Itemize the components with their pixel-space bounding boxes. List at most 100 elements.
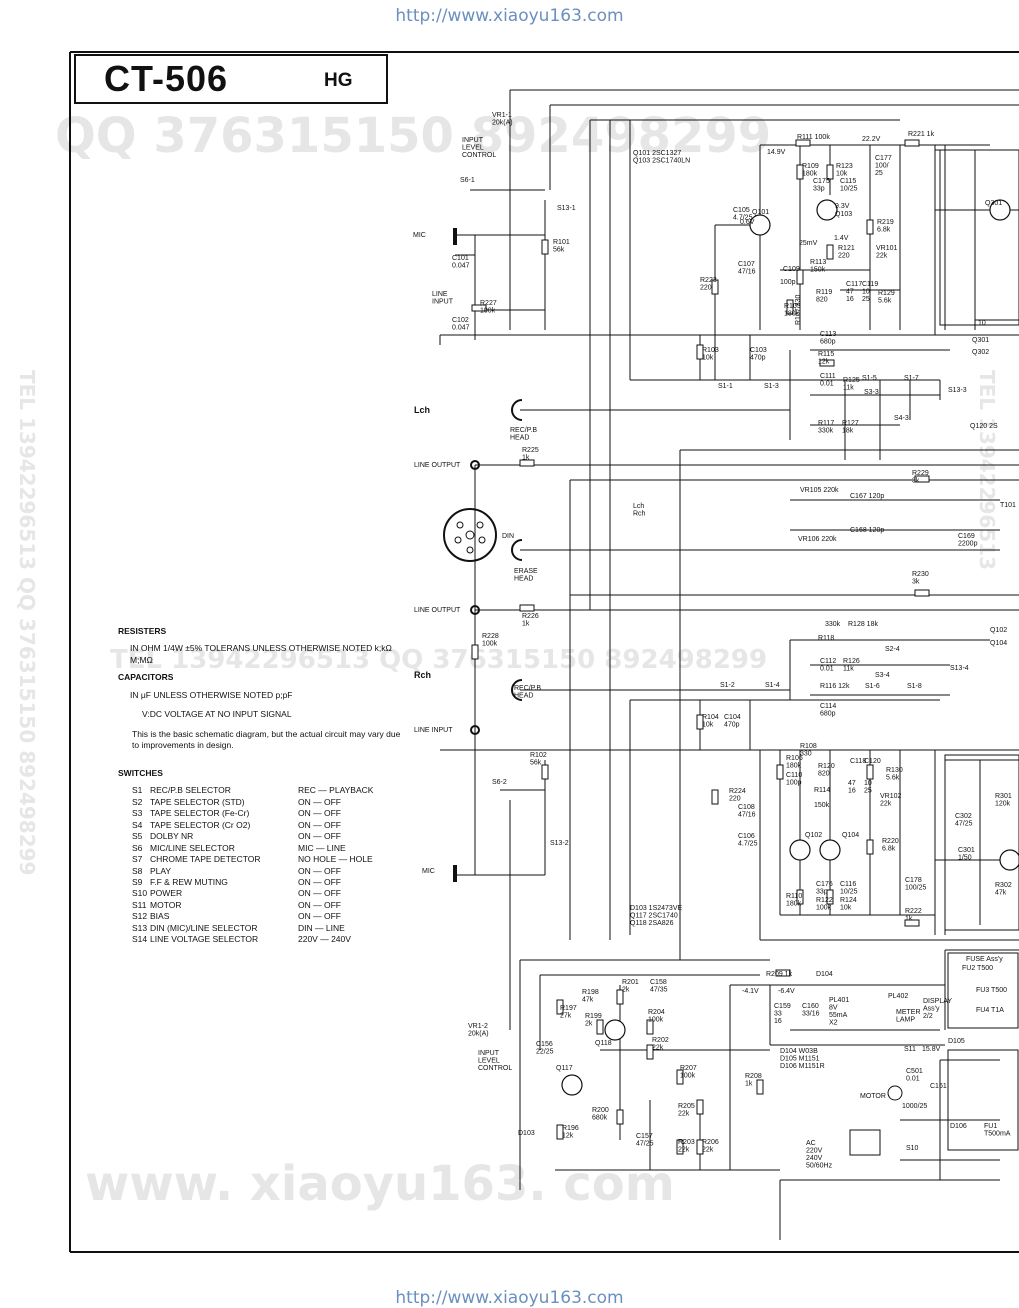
label-q302: Q302 — [972, 349, 989, 356]
label-s1-3: S1-3 — [764, 383, 779, 390]
label-r114: R114 — [814, 787, 830, 794]
label-v41: -4.1V — [742, 988, 759, 995]
label-lch: Lch — [414, 405, 430, 415]
label-c168: C168 120p — [850, 527, 884, 534]
switch-id: S6 — [132, 842, 143, 853]
label-s6-2: S6-2 — [492, 779, 507, 786]
switch-state: ON — OFF — [298, 865, 341, 876]
switch-name: PLAY — [150, 865, 172, 876]
label-c109: C109 — [783, 266, 800, 273]
wiring — [439, 89, 1019, 1240]
label-fuse-assy: FUSE Ass'y — [966, 956, 1003, 963]
label-r221: R221 1k — [908, 131, 935, 138]
label-q120: Q120 2S — [970, 423, 998, 430]
switch-name: POWER — [150, 888, 183, 899]
label-t10: 10 — [978, 320, 986, 327]
switch-state: ON — OFF — [298, 911, 341, 922]
label-d105: D105 — [948, 1038, 965, 1045]
resisters-heading: RESISTERS — [118, 626, 167, 636]
label-r209: R209 1k — [766, 971, 793, 978]
label-q102b: Q102 — [805, 832, 822, 839]
basic-diagram-note: This is the basic schematic diagram, but… — [132, 728, 401, 751]
switch-id: S9 — [132, 876, 143, 887]
switch-state: ON — OFF — [298, 899, 341, 910]
label-s1-2: S1-2 — [720, 682, 735, 689]
switch-name: DOLBY NR — [150, 831, 194, 842]
component-symbols — [471, 139, 930, 1155]
watermark-qq-mid: TEL 13942296513 QQ 376315150 892498299 — [110, 645, 767, 675]
label-fu4: FU4 T1A — [976, 1007, 1004, 1014]
label-vr106: VR106 220k — [798, 536, 837, 543]
label-d104: D104 — [816, 971, 833, 978]
top-url: http://www.xiaoyu163.com — [395, 6, 624, 26]
label-r111: R111 100k — [797, 134, 830, 141]
label-s3-3: S3-3 — [864, 389, 879, 396]
transistor-symbols — [561, 199, 1019, 1096]
label-s3-4: S3-4 — [875, 672, 890, 679]
label-s13-3: S13-3 — [948, 387, 967, 394]
switch-state: 220V — 240V — [298, 934, 351, 945]
label-s2-4: S2-4 — [885, 646, 900, 653]
label-mic-bot: MIC — [422, 868, 435, 875]
switch-id: S10 — [132, 888, 148, 899]
label-s13-1: S13-1 — [557, 205, 576, 212]
voltage-note: V:DC VOLTAGE AT NO INPUT SIGNAL — [142, 709, 292, 720]
switch-id: S12 — [132, 911, 148, 922]
switch-state: ON — OFF — [298, 876, 341, 887]
label-v93: 9.3V — [835, 203, 850, 210]
label-line-output-mid: LINE OUTPUT — [414, 607, 461, 614]
label-mic-top: MIC — [413, 232, 426, 239]
switch-state: MIC — LINE — [298, 842, 346, 853]
watermark-www: www. xiaoyu163. com — [85, 1156, 675, 1212]
label-v222: 22.2V — [862, 136, 881, 143]
switch-state: ON — OFF — [298, 819, 341, 830]
label-s11: S11 — [904, 1046, 916, 1053]
